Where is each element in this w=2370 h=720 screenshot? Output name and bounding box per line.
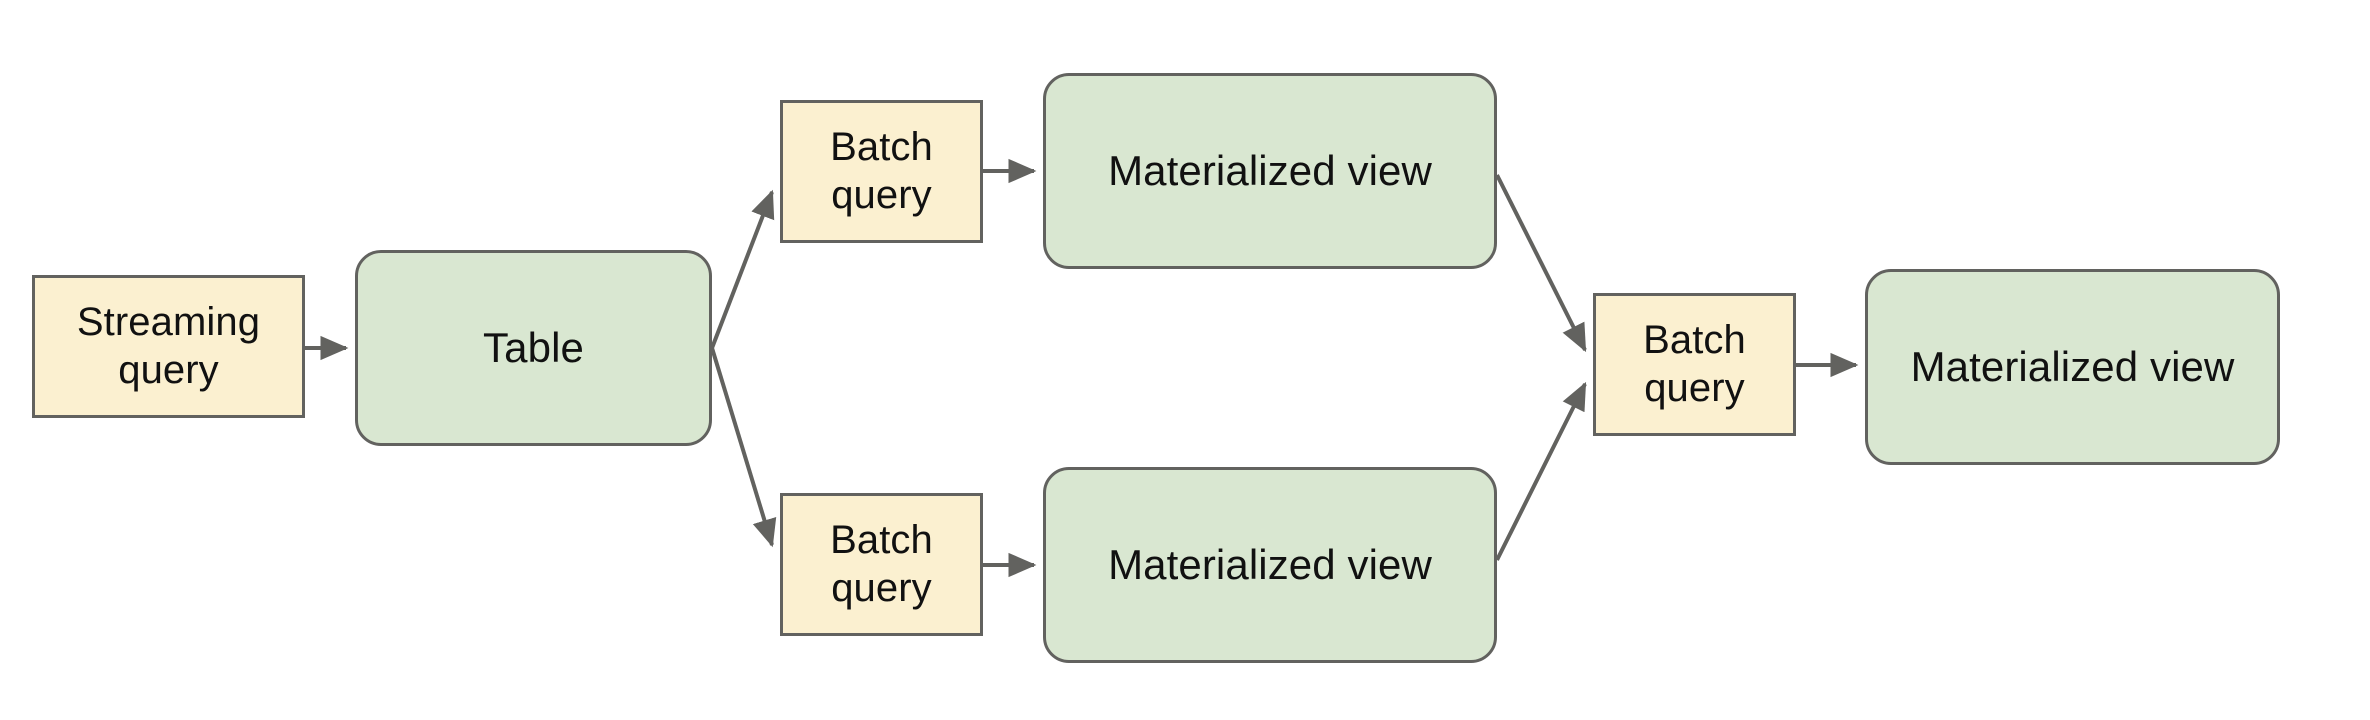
edge-table-to-batch-query-top xyxy=(710,189,775,349)
edge-materialized-view-bottom-to-batch-query-merge xyxy=(1495,381,1587,561)
node-batch-query-bottom[interactable]: Batch query xyxy=(780,493,983,636)
node-materialized-view-final[interactable]: Materialized view xyxy=(1865,269,2280,465)
node-batch-query-merge[interactable]: Batch query xyxy=(1593,293,1796,436)
edge-materialized-view-top-to-batch-query-merge xyxy=(1495,174,1587,353)
node-materialized-view-bottom[interactable]: Materialized view xyxy=(1043,467,1497,663)
node-batch-query-top[interactable]: Batch query xyxy=(780,100,983,243)
node-materialized-view-top[interactable]: Materialized view xyxy=(1043,73,1497,269)
edge-table-to-batch-query-bottom xyxy=(710,347,777,548)
node-streaming-query[interactable]: Streaming query xyxy=(32,275,305,418)
node-table[interactable]: Table xyxy=(355,250,712,446)
